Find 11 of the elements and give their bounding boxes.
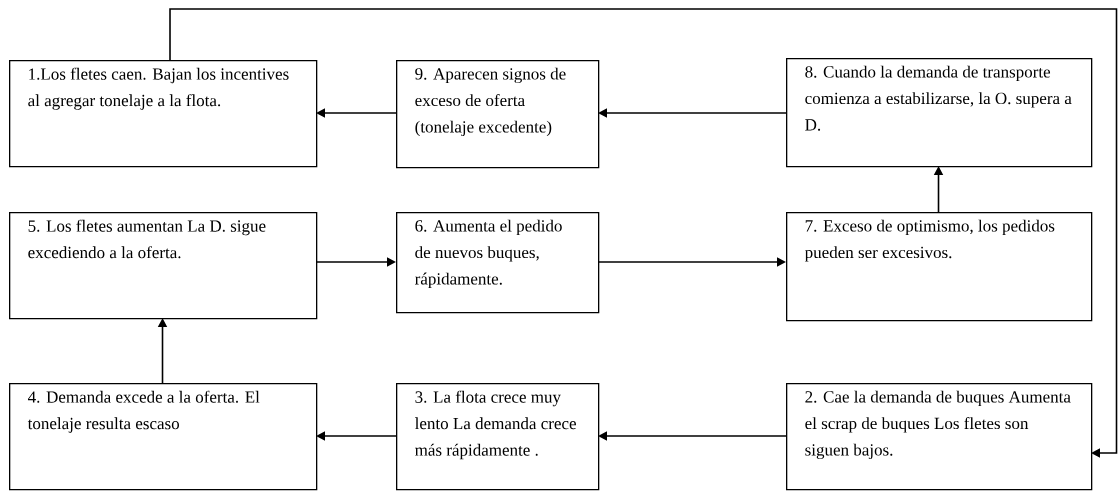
step-box: 4. Demanda excede a la oferta. El tonelaje resulta escaso bbox=[9, 383, 318, 491]
arrow bbox=[169, 8, 1118, 458]
step-box: 6. Aumenta el pedido de nuevos buques, rápidamente. bbox=[396, 212, 600, 314]
step-box: 1.Los fletes caen. Bajan los incentives al agregar tonelaje a la flota. bbox=[9, 60, 318, 168]
step-box: 2. Cae la demanda de buques Aumenta el scrap de buques Los fletes son siguen bajos. bbox=[786, 383, 1093, 491]
step-box: 5. Los fletes aumentan La D. sigue excediendo a la oferta. bbox=[9, 212, 318, 320]
step-box: 8. Cuando la demanda de transporte comienza a estabilizarse, la O. supera a D. bbox=[786, 58, 1093, 168]
step-box: 3. La flota crece muy lento La demanda crece más rápidamente . bbox=[396, 383, 600, 491]
step-box: 9. Aparecen signos de exceso de oferta (tonelaje excedente) bbox=[396, 60, 600, 169]
step-box: 7. Exceso de optimismo, los pedidos pueden ser excesivos. bbox=[786, 212, 1093, 322]
arrow bbox=[315, 257, 396, 267]
